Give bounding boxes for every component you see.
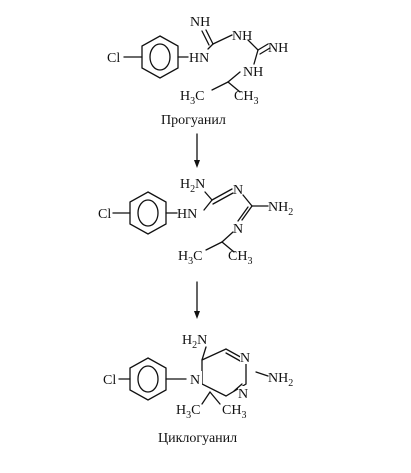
chlorine-label-3: Cl — [103, 373, 116, 388]
chlorine-label: Cl — [107, 51, 120, 66]
cycloguanil-caption: Циклогуанил — [158, 431, 237, 446]
ch-ch3-right-bond — [227, 81, 241, 93]
amino-right-label-3: NH2 — [268, 371, 293, 389]
reaction-arrow-2 — [194, 281, 200, 319]
aromatic-circle — [149, 43, 171, 71]
middle-nh-label: NH — [232, 29, 252, 44]
intermediate-structure: Cl HN H2N N NH2 N H3C CH3 — [98, 177, 293, 267]
left-methyl-label-2: H3C — [178, 249, 202, 267]
right-methyl-label-3: CH3 — [222, 403, 246, 421]
ring-n5-label: N — [238, 387, 248, 402]
lower-nh-label: NH — [243, 65, 263, 80]
amino-top-label: H2N — [180, 177, 205, 195]
nh-c-bond — [247, 39, 259, 51]
hn-label-2: HN — [177, 207, 197, 222]
c-nh-bond — [212, 34, 233, 45]
chlorine-label-2: Cl — [98, 207, 111, 222]
c-lower-nh-bond — [253, 49, 259, 65]
benzene-ring-2 — [129, 191, 167, 235]
ring-n1-label: N — [190, 373, 200, 388]
hn-label: HN — [189, 51, 209, 66]
reaction-arrow-1 — [194, 133, 200, 168]
right-methyl-label-2: CH3 — [228, 249, 252, 267]
left-methyl-label: H3C — [180, 89, 204, 107]
left-methyl-label-3: H3C — [176, 403, 200, 421]
imine-nh-label: NH — [190, 15, 210, 30]
right-imine-bond-1 — [257, 43, 269, 51]
n-lower-label: N — [233, 222, 243, 237]
c-hn-bond — [207, 43, 214, 50]
benzene-ring-3 — [129, 357, 167, 401]
proguanil-structure: Cl HN NH NH NH NH H3C CH3 Прогуанил — [107, 15, 288, 128]
benzene-ring — [141, 35, 179, 79]
proguanil-caption: Прогуанил — [161, 113, 226, 128]
amino-right-label: NH2 — [268, 200, 293, 218]
amino-top-label-3: H2N — [182, 333, 207, 351]
right-methyl-label: CH3 — [234, 89, 258, 107]
imine-bond-1 — [205, 29, 214, 45]
ring-n3-label: N — [240, 351, 250, 366]
n-ch-bond — [227, 71, 241, 83]
ch-ch3-left-bond — [211, 81, 229, 91]
right-nh-label: NH — [268, 41, 288, 56]
right-imine-bond-2 — [259, 47, 271, 55]
n-top-label: N — [233, 183, 243, 198]
cycloguanil-structure: Cl N N N H2N NH2 H3C CH3 Циклогуанил — [103, 333, 293, 446]
imine-bond-2 — [201, 30, 210, 46]
